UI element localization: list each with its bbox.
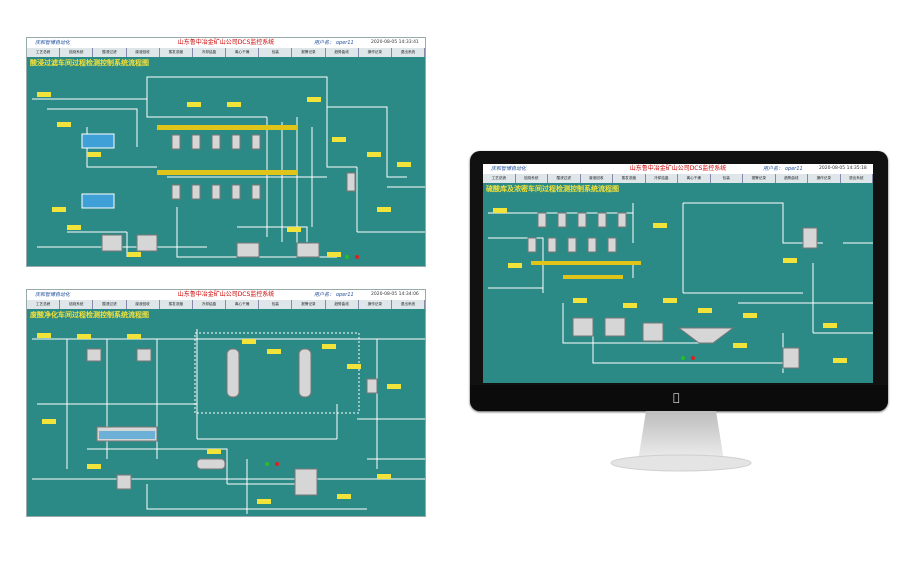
apple-logo-icon: 	[673, 391, 680, 404]
process-diagram	[32, 329, 425, 514]
company-name: 庆和智博自动化	[491, 166, 527, 172]
nav-menu: 工艺总貌 焙烧系统 酸浸过滤 废液回收 蒸发浓缩 冷却结晶 离心干燥 包装 报警…	[27, 300, 426, 309]
nav-item-operation-log[interactable]: 操作记录	[359, 300, 392, 309]
page-title: 酸浸过滤车间过程检测控制系统流程图	[30, 58, 149, 67]
nav-item-acid-leach[interactable]: 酸浸过滤	[548, 174, 581, 183]
nav-item-evaporation[interactable]: 蒸发浓缩	[160, 48, 193, 57]
nav-item-alarms[interactable]: 报警记录	[292, 48, 326, 57]
screen-acid-purification: 庆和智博自动化 山东鲁中冶金矿山公司DCS监控系统 用户名： oper11 20…	[26, 289, 426, 517]
nav-item-roasting[interactable]: 焙烧系统	[516, 174, 548, 183]
nav-item-operation-log[interactable]: 操作记录	[359, 48, 392, 57]
process-diagram	[32, 76, 425, 259]
datetime: 2020-08-05 14:35:18	[819, 166, 867, 171]
nav-item-drying[interactable]: 离心干燥	[226, 48, 260, 57]
conveyor-2	[563, 275, 623, 279]
header-bar: 庆和智博自动化 山东鲁中冶金矿山公司DCS监控系统 用户名： oper11 20…	[483, 164, 873, 174]
page-title: 废酸净化车间过程检测控制系统流程图	[30, 310, 149, 319]
header-bar: 庆和智博自动化 山东鲁中冶金矿山公司DCS监控系统 用户名： oper11 20…	[27, 38, 425, 48]
imac-monitor: 庆和智博自动化 山东鲁中冶金矿山公司DCS监控系统 用户名： oper11 20…	[470, 151, 888, 411]
conveyor-1	[531, 261, 641, 265]
nav-item-operation-log[interactable]: 操作记录	[808, 174, 841, 183]
monitor-stand	[610, 411, 752, 472]
nav-item-trends[interactable]: 趋势曲线	[326, 300, 359, 309]
nav-item-exit[interactable]: 退出系统	[392, 48, 426, 57]
nav-item-waste-recovery[interactable]: 废液回收	[127, 300, 160, 309]
datetime: 2020-08-05 14:34:06	[371, 292, 419, 297]
nav-menu: 工艺总貌 焙烧系统 酸浸过滤 废液回收 蒸发浓缩 冷却结晶 离心干燥 包装 报警…	[27, 48, 426, 57]
system-title: 山东鲁中冶金矿山公司DCS监控系统	[177, 39, 275, 46]
user-label: 用户名：	[314, 40, 335, 46]
nav-item-overview[interactable]: 工艺总貌	[27, 300, 61, 309]
conveyor-1	[157, 125, 297, 130]
screen-sulfuric-acid-storage: 庆和智博自动化 山东鲁中冶金矿山公司DCS监控系统 用户名： oper11 20…	[483, 164, 873, 383]
nav-item-exit[interactable]: 退出系统	[392, 300, 426, 309]
user-label: 用户名：	[763, 166, 784, 172]
user-name: oper11	[785, 166, 803, 172]
nav-menu: 工艺总貌 焙烧系统 酸浸过滤 废液回收 蒸发浓缩 冷却结晶 离心干燥 包装 报警…	[483, 174, 873, 183]
nav-item-roasting[interactable]: 焙烧系统	[60, 300, 94, 309]
header-bar: 庆和智博自动化 山东鲁中冶金矿山公司DCS监控系统 用户名： oper11 20…	[27, 290, 425, 300]
nav-item-waste-recovery[interactable]: 废液回收	[581, 174, 613, 183]
nav-item-packaging[interactable]: 包装	[259, 48, 293, 57]
user-name: oper11	[336, 40, 354, 46]
nav-item-crystallization[interactable]: 冷却结晶	[193, 48, 227, 57]
conveyor-2	[157, 170, 297, 175]
nav-item-trends[interactable]: 趋势曲线	[776, 174, 808, 183]
nav-item-waste-recovery[interactable]: 废液回收	[127, 48, 160, 57]
nav-item-evaporation[interactable]: 蒸发浓缩	[613, 174, 646, 183]
nav-item-exit[interactable]: 退出系统	[841, 174, 873, 183]
nav-item-roasting[interactable]: 焙烧系统	[60, 48, 94, 57]
nav-item-acid-leach[interactable]: 酸浸过滤	[93, 300, 127, 309]
system-title: 山东鲁中冶金矿山公司DCS监控系统	[177, 291, 275, 298]
user-name: oper11	[336, 292, 354, 298]
nav-item-drying[interactable]: 离心干燥	[226, 300, 260, 309]
user-label: 用户名：	[314, 292, 335, 298]
nav-item-packaging[interactable]: 包装	[711, 174, 743, 183]
nav-item-drying[interactable]: 离心干燥	[678, 174, 711, 183]
system-title: 山东鲁中冶金矿山公司DCS监控系统	[629, 165, 727, 172]
nav-item-alarms[interactable]: 报警记录	[292, 300, 326, 309]
nav-item-crystallization[interactable]: 冷却结晶	[646, 174, 678, 183]
nav-item-trends[interactable]: 趋势曲线	[326, 48, 359, 57]
nav-item-evaporation[interactable]: 蒸发浓缩	[160, 300, 193, 309]
company-name: 庆和智博自动化	[35, 292, 71, 298]
datetime: 2020-08-05 14:33:41	[371, 40, 419, 45]
screen-acid-leaching: 庆和智博自动化 山东鲁中冶金矿山公司DCS监控系统 用户名： oper11 20…	[26, 37, 426, 267]
monitor-chin: 	[470, 385, 888, 411]
page-title: 硫酸库及浓密车间过程检测控制系统流程图	[486, 184, 619, 193]
nav-item-packaging[interactable]: 包装	[259, 300, 293, 309]
nav-item-overview[interactable]: 工艺总貌	[483, 174, 516, 183]
process-diagram	[488, 202, 873, 373]
nav-item-acid-leach[interactable]: 酸浸过滤	[93, 48, 127, 57]
nav-item-overview[interactable]: 工艺总貌	[27, 48, 61, 57]
nav-item-crystallization[interactable]: 冷却结晶	[193, 300, 227, 309]
nav-item-alarms[interactable]: 报警记录	[743, 174, 776, 183]
company-name: 庆和智博自动化	[35, 40, 71, 46]
